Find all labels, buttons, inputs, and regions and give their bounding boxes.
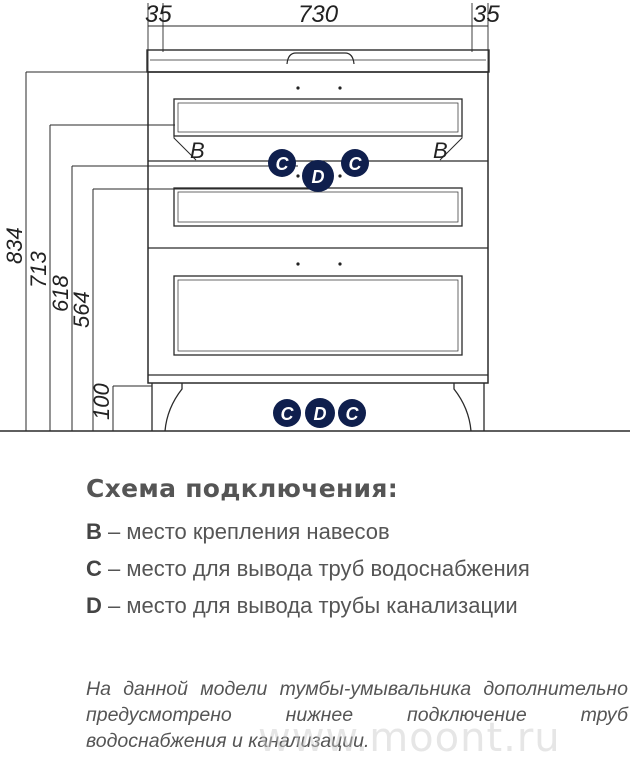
drawer-panels <box>173 98 463 356</box>
legend-item-d: D – место для вывода трубы канализации <box>86 587 630 624</box>
svg-text:C: C <box>349 154 363 174</box>
cabinet-legs <box>151 383 485 432</box>
svg-text:C: C <box>281 404 295 424</box>
svg-text:D: D <box>312 167 325 187</box>
legend-item-b: B – место крепления навесов <box>86 513 630 550</box>
svg-text:D: D <box>314 404 327 424</box>
hanger-leader-lines <box>173 132 463 161</box>
marker-b-left: B <box>190 138 205 163</box>
legend-key: C <box>86 556 102 581</box>
site-watermark: www.moont.ru <box>258 715 561 761</box>
drawer-knobs <box>296 86 342 266</box>
badge-c-lower-left: C <box>273 399 301 427</box>
width-dimension-lines <box>147 3 489 72</box>
legend-text: – место для вывода труб водоснабжения <box>101 556 530 581</box>
sink-countertop <box>146 49 490 73</box>
marker-b-right: B <box>433 138 448 163</box>
svg-text:C: C <box>276 154 290 174</box>
badge-c-lower-right: C <box>338 399 366 427</box>
svg-text:C: C <box>346 404 360 424</box>
legend-item-c: C – место для вывода труб водоснабжения <box>86 550 630 587</box>
legend-text: – место для вывода трубы канализации <box>101 593 518 618</box>
dim-top-right: 35 <box>473 1 500 28</box>
cabinet-body <box>147 71 489 384</box>
legend-key: D <box>86 593 102 618</box>
badge-c-upper-left: C <box>268 149 296 177</box>
badge-d-lower: D <box>305 398 335 428</box>
legend-key: B <box>86 519 102 544</box>
bottom-connection-note: На данной модели тумбы-умывальника допол… <box>86 678 628 752</box>
dim-height-564: 564 <box>69 291 94 328</box>
dim-top-left: 35 <box>145 1 172 28</box>
connection-legend: Схема подключения: B – место крепления н… <box>86 474 630 624</box>
height-dimension-lines <box>25 71 318 431</box>
badge-d-upper: D <box>302 160 334 192</box>
dim-top-center: 730 <box>298 1 339 28</box>
badge-c-upper-right: C <box>341 149 369 177</box>
cabinet-connection-drawing: 35 730 35 B B <box>0 1 630 432</box>
dim-height-834: 834 <box>2 227 27 264</box>
dim-height-100: 100 <box>89 383 114 420</box>
legend-title: Схема подключения: <box>86 474 399 503</box>
legend-text: – место крепления навесов <box>101 519 390 544</box>
dim-height-618: 618 <box>48 275 73 312</box>
dim-height-713: 713 <box>26 251 51 288</box>
